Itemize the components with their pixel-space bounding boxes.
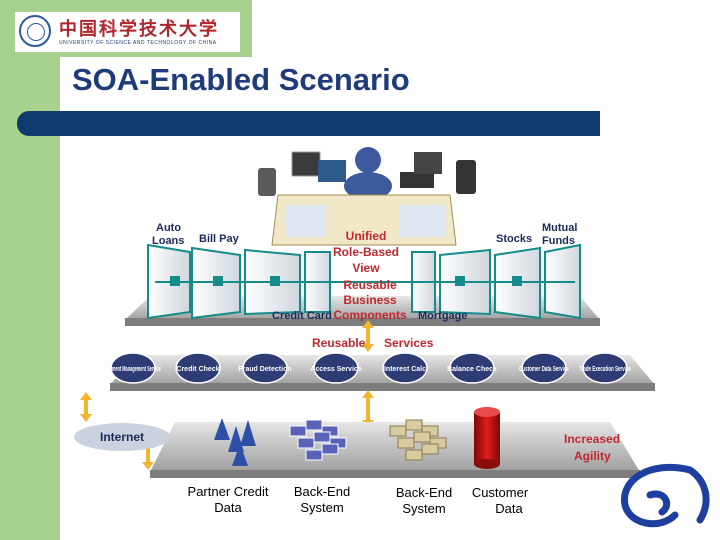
portal-screen	[271, 194, 457, 246]
service-label-8: Trade Execution Service	[579, 366, 631, 373]
label-stocks: Stocks	[496, 233, 532, 245]
monitor-icon	[318, 160, 346, 182]
application-panels	[147, 243, 581, 320]
caption-backend2-line2: System	[402, 501, 446, 516]
logo-english-name: UNIVERSITY OF SCIENCE AND TECHNOLOGY OF …	[59, 40, 217, 46]
service-label-4: Access Service	[310, 366, 361, 373]
slide-title: SOA-Enabled Scenario	[72, 62, 410, 97]
service-pill-8	[582, 352, 628, 384]
tablet-icon	[456, 160, 476, 194]
backend-system-blue-icon	[289, 419, 347, 461]
service-pill-5	[382, 352, 428, 384]
service-label-5: Interest Calc	[384, 366, 426, 373]
caption-customer-data: Customer Data	[460, 485, 540, 517]
university-logo: 中国科学技术大学 UNIVERSITY OF SCIENCE AND TECHN…	[15, 12, 240, 52]
title-bar	[17, 111, 600, 136]
caption-backend1-line2: System	[300, 500, 344, 515]
customer-database-icon	[474, 407, 500, 469]
dragon-emblem-icon	[620, 463, 710, 528]
tv-icon	[414, 152, 442, 174]
phone-icon	[258, 168, 276, 196]
backend-platform	[150, 422, 640, 478]
left-green-band	[0, 0, 60, 540]
logo-chinese-name: 中国科学技术大学	[59, 19, 219, 40]
caption-customer-line2: Data	[495, 501, 523, 516]
label-mutual-funds-2: Funds	[542, 235, 575, 247]
logo-area: 中国科学技术大学 UNIVERSITY OF SCIENCE AND TECHN…	[0, 0, 252, 57]
caption-partner-line2: Data	[214, 500, 242, 515]
partner-credit-data-icon	[214, 418, 256, 466]
label-auto-loans-1: Auto	[156, 222, 181, 234]
desktop-icon	[291, 151, 321, 177]
caption-backend1-line1: Back-End	[293, 484, 351, 499]
label-services-layer: Services	[384, 336, 434, 350]
service-label-7: Customer Data Service	[519, 366, 569, 373]
service-pill-3	[242, 352, 288, 384]
label-role-based: Role-Based	[333, 245, 399, 259]
caption-partner-credit-data: Partner Credit Data	[178, 484, 278, 516]
internet-cloud-icon	[74, 423, 170, 451]
service-pill-2	[175, 352, 221, 384]
service-pill-4	[313, 352, 359, 384]
service-label-1: Payment Management Service	[105, 366, 161, 373]
service-label-2: Credit Check	[176, 366, 219, 373]
label-auto-loans-2: Loans	[152, 235, 184, 247]
client-devices	[258, 147, 476, 200]
caption-backend-system-2: Back-End System	[384, 485, 464, 517]
service-pill-7	[521, 352, 567, 384]
label-increased: Increased	[564, 432, 620, 446]
label-credit-card: Credit Card	[272, 310, 332, 322]
label-unified: Unified	[346, 229, 387, 243]
caption-backend2-line1: Back-End	[395, 485, 453, 500]
service-pill-6	[449, 352, 495, 384]
caption-partner-line1: Partner Credit	[187, 484, 269, 499]
university-seal-icon	[19, 15, 51, 47]
label-reusable-layer: Reusable	[312, 336, 366, 350]
service-pills	[110, 352, 628, 384]
caption-backend-system-1: Back-End System	[282, 484, 362, 516]
label-agility: Agility	[574, 449, 611, 463]
label-reusable: Reusable	[343, 278, 397, 292]
service-label-3: Fraud Detection	[238, 366, 291, 373]
label-components: Components	[333, 308, 407, 322]
arrow-left-down-icon	[362, 344, 374, 352]
arrow-left-up-icon	[362, 320, 374, 328]
laptop-icon	[400, 172, 434, 188]
label-business: Business	[343, 293, 397, 307]
label-view: View	[352, 261, 380, 275]
backend-system-beige-icon	[389, 419, 447, 461]
service-label-6: Balance Check	[447, 366, 497, 373]
label-internet: Internet	[100, 430, 144, 444]
caption-customer-line1: Customer	[471, 485, 529, 500]
user-head-icon	[355, 147, 381, 173]
label-bill-pay: Bill Pay	[199, 233, 240, 245]
label-mutual-funds-1: Mutual	[542, 222, 577, 234]
service-pill-1	[110, 352, 156, 384]
label-mortgage: Mortgage	[418, 310, 468, 322]
user-body-icon	[344, 172, 392, 200]
